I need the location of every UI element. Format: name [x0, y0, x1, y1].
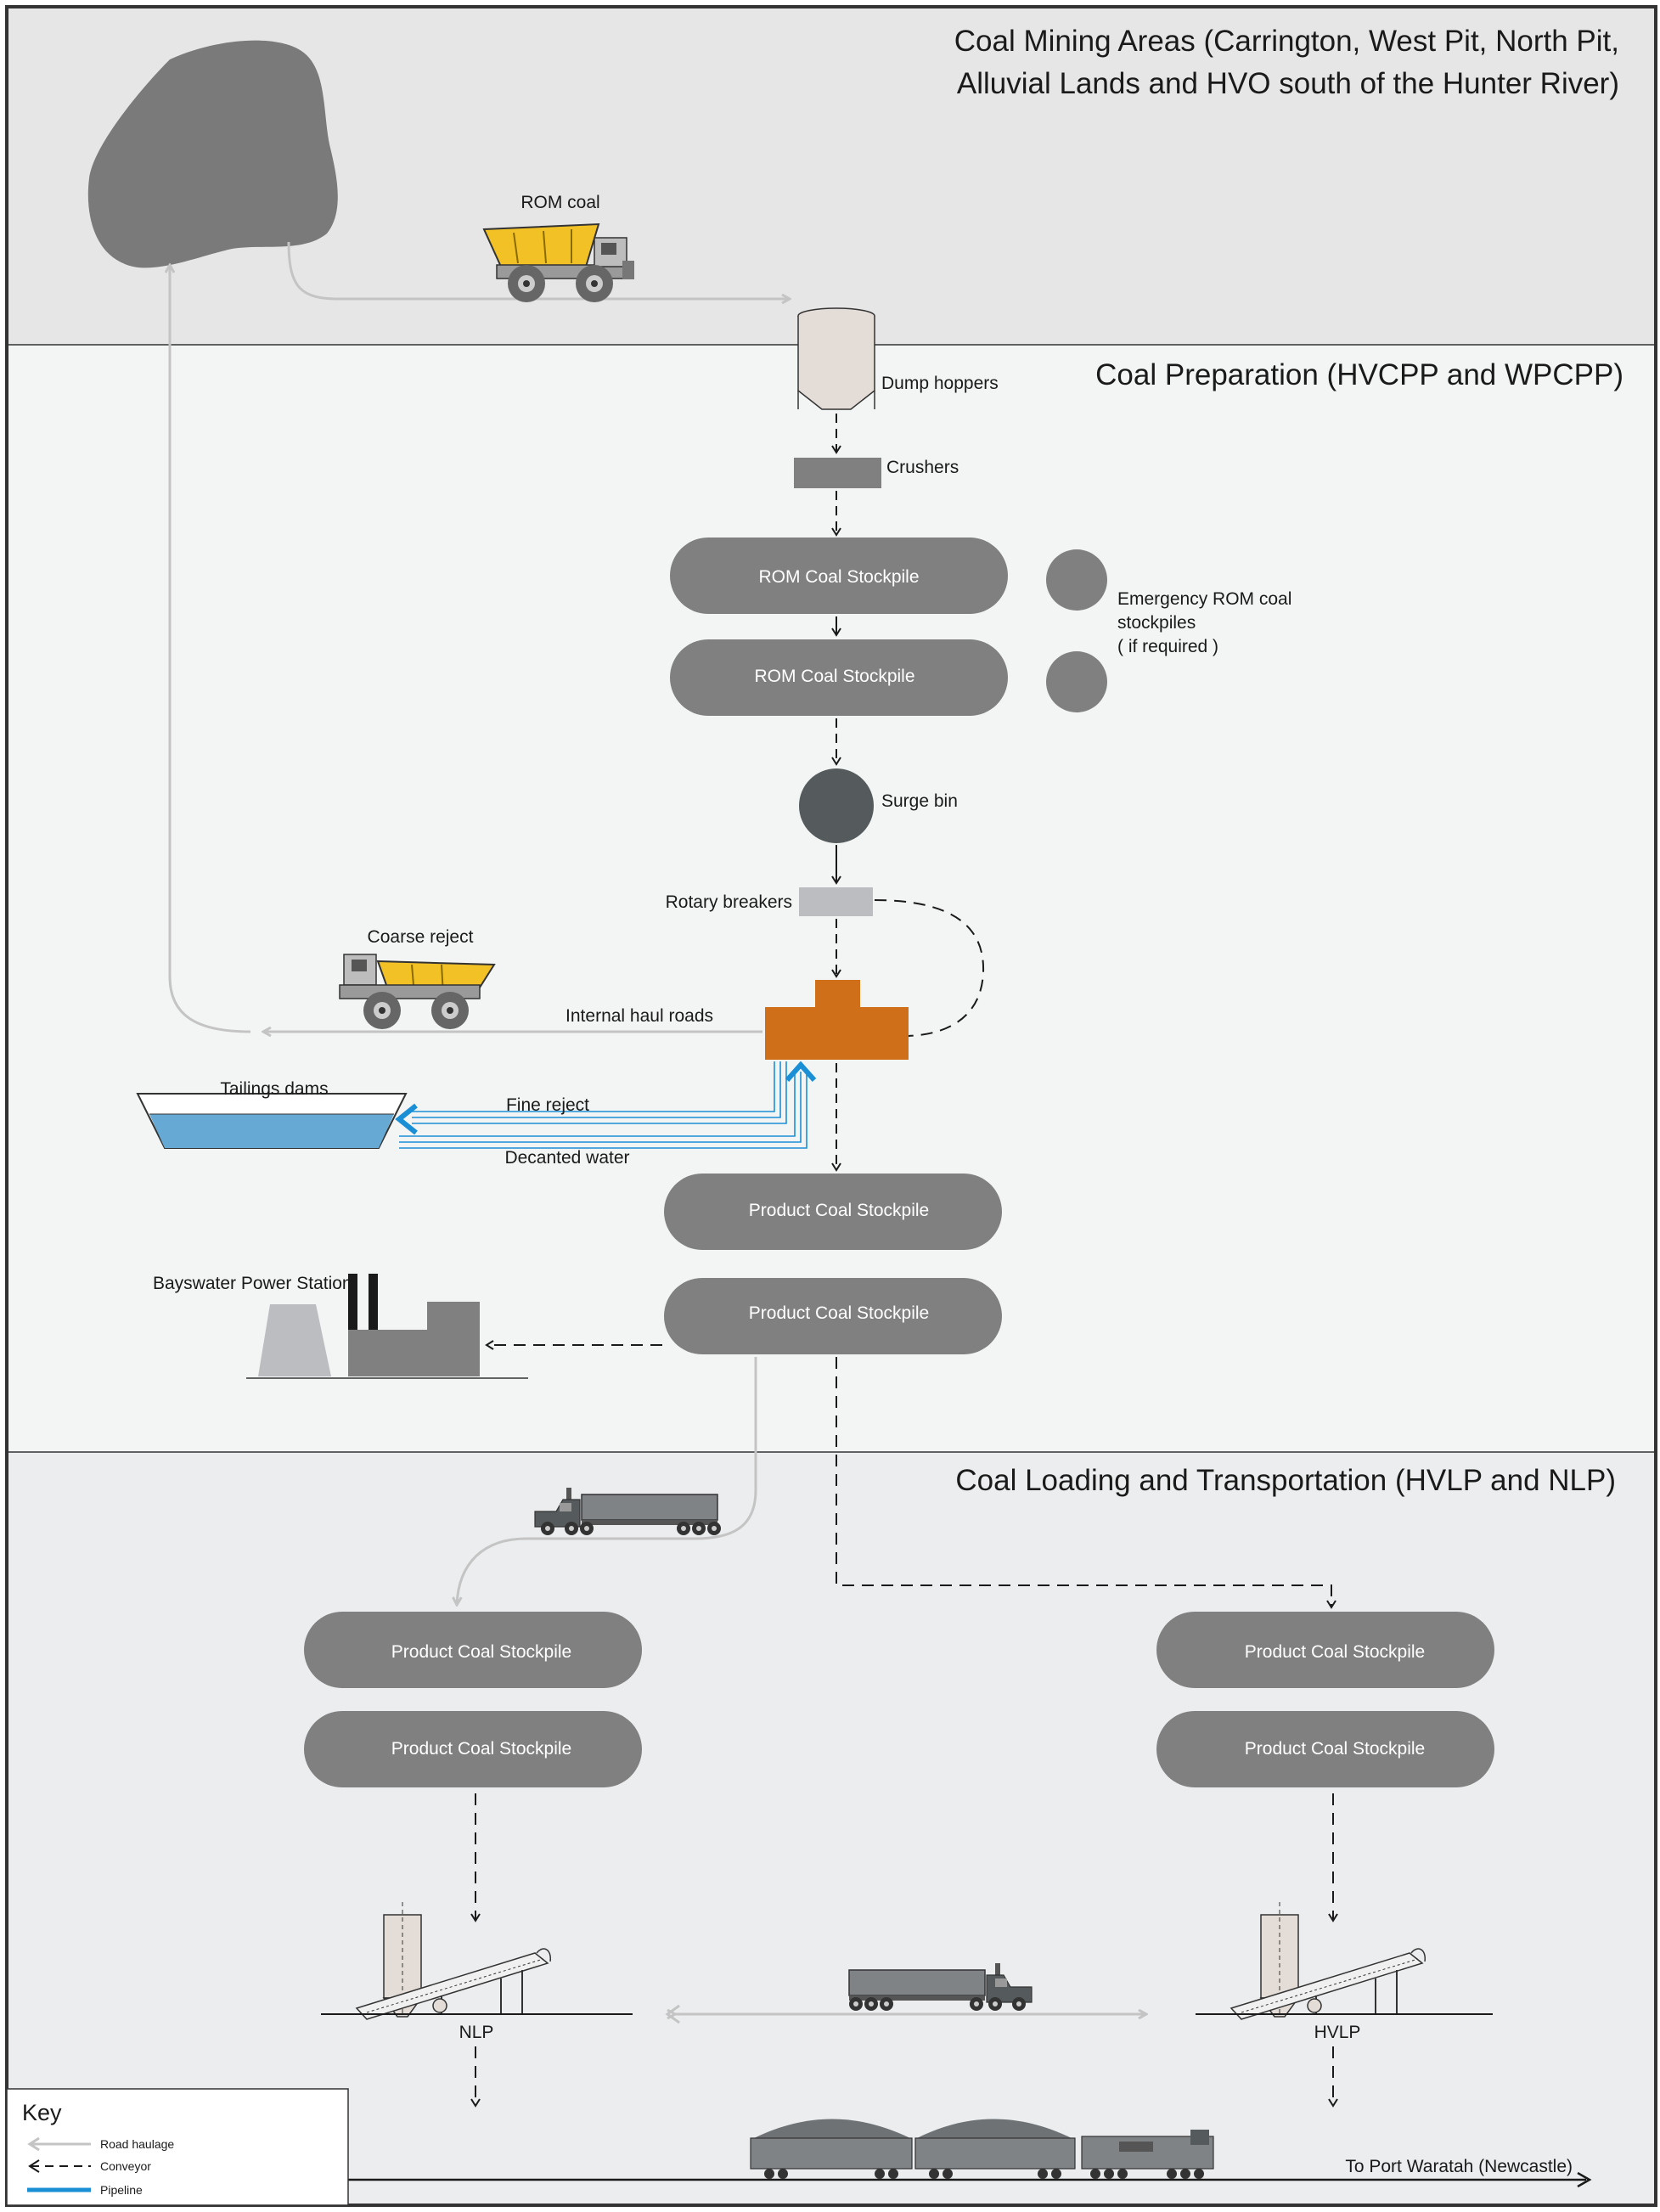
dump-hoppers-label: Dump hoppers	[881, 374, 999, 393]
power-station-icon	[246, 1274, 528, 1379]
pipeline-arrowhead-dam	[395, 1103, 418, 1135]
coal-train-icon	[750, 2119, 1214, 2179]
product-stockpile-1-label: Product Coal Stockpile	[749, 1201, 929, 1220]
rom-stockpile-2	[670, 639, 1008, 716]
preparation-zone-title: Coal Preparation (HVCPP and WPCPP)	[1095, 358, 1623, 391]
zone-loading	[7, 1452, 1656, 2205]
emergency-label-line2: stockpiles	[1117, 613, 1196, 633]
nlp-stockpile-1-label: Product Coal Stockpile	[391, 1642, 571, 1662]
semi-truck-icon	[534, 1488, 721, 1535]
legend-road-haulage-label: Road haulage	[100, 2137, 174, 2151]
legend-title: Key	[22, 2100, 62, 2125]
surge-bin	[799, 768, 874, 843]
nlp-stockpile-2	[304, 1711, 642, 1787]
haul-truck-icon	[482, 222, 634, 302]
rom-stockpile-2-label: ROM Coal Stockpile	[754, 667, 914, 686]
road-haulage-return-to-pit	[170, 265, 251, 1033]
mining-zone-title-line2: Alluvial Lands and HVO south of the Hunt…	[957, 67, 1619, 100]
nlp-stockpile-1	[304, 1612, 642, 1688]
hvlp-label: HVLP	[1314, 2023, 1361, 2042]
loading-zone-title: Coal Loading and Transportation (HVLP an…	[955, 1464, 1616, 1497]
surge-bin-label: Surge bin	[881, 791, 958, 811]
product-stockpile-1	[664, 1174, 1002, 1250]
pipeline-fine-reject	[412, 1061, 787, 1124]
legend-conveyor-arrowhead	[28, 2159, 40, 2173]
pipeline-arrowhead-plant	[785, 1061, 817, 1082]
hvlp-stockpile-1	[1156, 1612, 1494, 1688]
train-loading-facility-icon	[321, 1902, 633, 2020]
crusher	[794, 458, 881, 488]
emergency-label-line3: ( if required )	[1117, 637, 1218, 656]
nlp-stockpile-2-label: Product Coal Stockpile	[391, 1739, 571, 1759]
legend-conveyor-label: Conveyor	[100, 2159, 151, 2173]
emergency-stockpile-2	[1046, 651, 1107, 712]
rom-coal-label: ROM coal	[521, 193, 599, 212]
crushers-label: Crushers	[886, 458, 959, 477]
rotary-breakers-label: Rotary breakers	[666, 892, 792, 912]
train-loading-facility-icon	[1196, 1902, 1493, 2020]
fine-reject-label: Fine reject	[506, 1095, 589, 1115]
hopper-icon	[797, 307, 875, 410]
legend-road-arrowhead	[27, 2136, 40, 2152]
product-stockpile-2	[664, 1278, 1002, 1354]
bayswater-label: Bayswater Power Station	[153, 1274, 352, 1293]
product-stockpile-2-label: Product Coal Stockpile	[749, 1303, 929, 1323]
hvlp-stockpile-2	[1156, 1711, 1494, 1787]
road-haulage-pit-to-hopper	[287, 241, 790, 299]
legend: Key Road haulage Conveyor Pipeline	[6, 2088, 349, 2206]
legend-pipeline-label: Pipeline	[100, 2183, 143, 2197]
rom-stockpile-1-label: ROM Coal Stockpile	[758, 567, 919, 587]
hvlp-stockpile-2-label: Product Coal Stockpile	[1245, 1739, 1425, 1759]
to-port-label: To Port Waratah (Newcastle)	[1345, 2157, 1573, 2176]
rom-stockpile-1	[670, 538, 1008, 614]
conveyor-breaker-loop	[874, 899, 985, 1037]
mine-pit-icon	[87, 40, 338, 268]
tailings-water	[149, 1114, 394, 1148]
haul-truck-icon	[339, 954, 496, 1029]
mining-zone-title-line1: Coal Mining Areas (Carrington, West Pit,…	[954, 25, 1619, 58]
pipeline-decanted-water	[399, 1072, 807, 1149]
tailings-dams-label: Tailings dams	[220, 1079, 328, 1099]
emergency-label-line1: Emergency ROM coal	[1117, 589, 1291, 609]
emergency-stockpile-1	[1046, 549, 1107, 611]
internal-haul-roads-label: Internal haul roads	[566, 1006, 713, 1026]
decanted-water-label: Decanted water	[504, 1148, 629, 1168]
semi-truck-icon	[848, 1963, 1033, 2011]
coarse-reject-label: Coarse reject	[368, 927, 474, 947]
rotary-breakers	[799, 887, 873, 916]
diagram-border	[5, 5, 1657, 2207]
conveyor-to-hvlp	[836, 1357, 1336, 1609]
preparation-plant	[765, 980, 909, 1060]
nlp-label: NLP	[459, 2023, 494, 2042]
rail-arrowhead	[1577, 2171, 1592, 2188]
road-arrowhead-left	[665, 2004, 680, 2024]
hvlp-stockpile-1-label: Product Coal Stockpile	[1245, 1642, 1425, 1662]
road-haulage-to-nlp	[457, 1357, 757, 1605]
